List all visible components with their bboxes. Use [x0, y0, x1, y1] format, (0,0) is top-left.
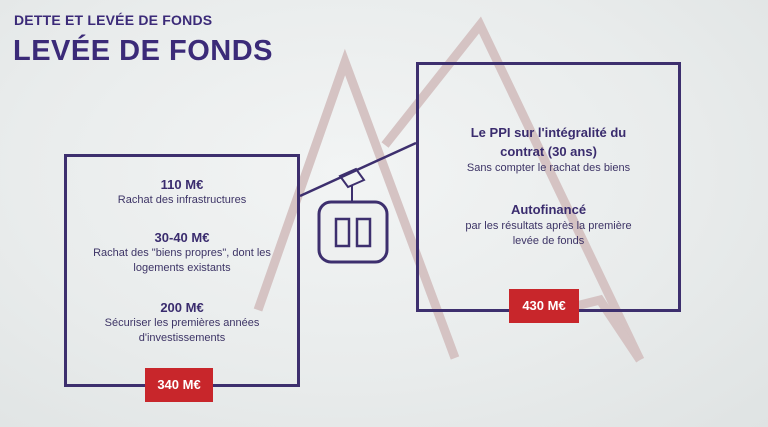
funding-description-line: Rachat des "biens propres", dont les: [93, 247, 271, 259]
funding-description-line: logements existants: [133, 262, 231, 274]
funding-description-line: d'investissements: [138, 332, 226, 344]
autofinance-text-line: par les résultats après la première: [465, 220, 632, 232]
total-badge-left: 340 M€: [145, 368, 213, 402]
funding-value: 200 M€: [160, 300, 204, 315]
autofinance-text-line: levée de fonds: [512, 235, 585, 247]
ppi-heading-line: Le PPI sur l'intégralité du: [470, 125, 627, 140]
funding-description: Rachat des infrastructures: [117, 194, 247, 206]
funding-item-investissements: 200 M€ Sécuriser les premières années d'…: [67, 300, 297, 346]
page-title: LEVÉE DE FONDS: [13, 35, 273, 67]
autofinance-title: Autofinancé: [510, 202, 587, 217]
ppi-heading-block: Le PPI sur l'intégralité du contrat (30 …: [419, 123, 678, 176]
total-badge-right: 430 M€: [509, 289, 579, 323]
funding-value: 30-40 M€: [154, 230, 210, 245]
supertitle: DETTE ET LEVÉE DE FONDS: [14, 12, 213, 28]
funding-description-line: Sécuriser les premières années: [104, 317, 260, 329]
ppi-heading-sub: Sans compter le rachat des biens: [466, 162, 631, 174]
cable-car-icon: [299, 141, 417, 264]
autofinance-block: Autofinancé par les résultats après la p…: [419, 200, 678, 249]
funding-item-infrastructures: 110 M€ Rachat des infrastructures: [67, 177, 297, 208]
ppi-heading-line: contrat (30 ans): [500, 144, 597, 159]
left-funding-box: 110 M€ Rachat des infrastructures 30-40 …: [64, 154, 300, 387]
funding-item-biens-propres: 30-40 M€ Rachat des "biens propres", don…: [67, 230, 297, 276]
right-funding-box: Le PPI sur l'intégralité du contrat (30 …: [416, 62, 681, 312]
funding-value: 110 M€: [160, 177, 204, 192]
